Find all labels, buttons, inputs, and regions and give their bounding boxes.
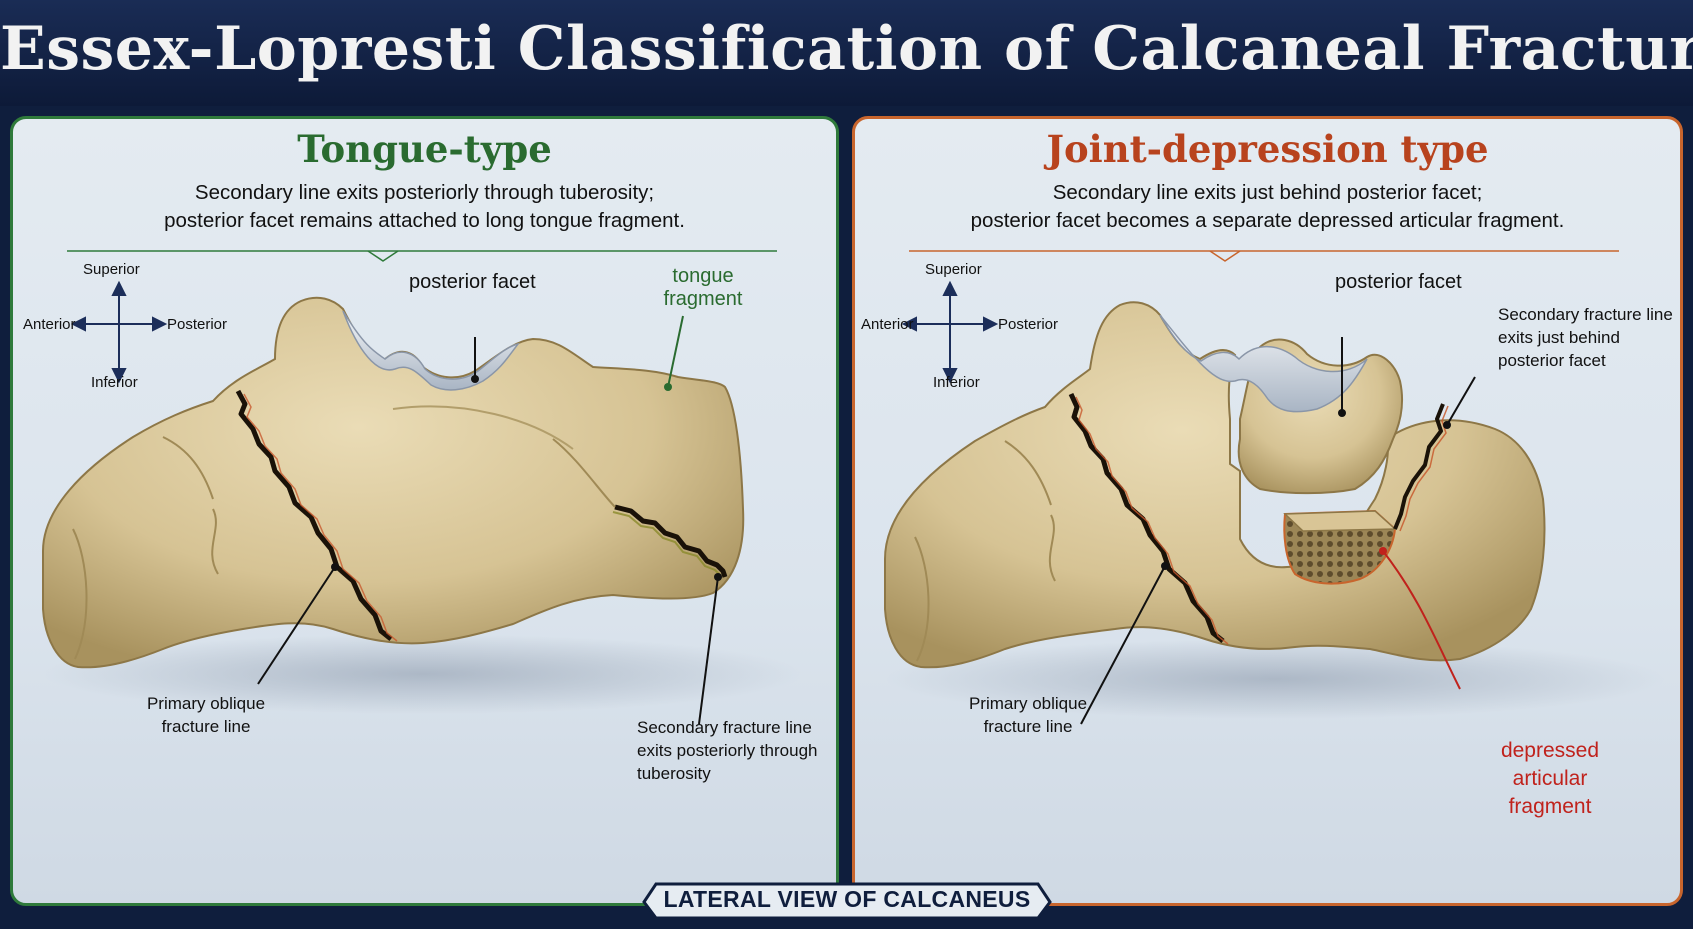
bone-ridge-2 (1048, 514, 1056, 582)
leader-dot-depressed-fragment (1379, 547, 1387, 555)
joint-desc-line-2: posterior facet becomes a separate depre… (970, 209, 1565, 232)
leader-dot-tongue-fragment (664, 383, 672, 391)
bone-ridge-2 (211, 508, 219, 575)
bone-ridge-1 (1004, 440, 1052, 506)
primary-fracture-label: Primary oblique fracture line (968, 694, 1088, 736)
anterior-articular-surface (914, 536, 930, 662)
secondary-fracture-label: Secondary fracture line exits posteriorl… (637, 718, 818, 783)
bone-shadow (885, 639, 1665, 719)
joint-depression-illustration (884, 250, 1665, 725)
tongue-desc-line-2: posterior facet remains attached to long… (164, 209, 685, 232)
secondary-fracture-label: Secondary fracture line exits just behin… (1498, 305, 1673, 370)
anterior-articular-surface (72, 528, 88, 660)
orientation-posterior-label: Posterior (167, 316, 228, 333)
joint-desc-line-1: Secondary line exits just behind posteri… (1052, 181, 1483, 204)
leader-secondary-line (1446, 376, 1476, 426)
leader-depressed-fragment (1382, 550, 1461, 690)
leader-dot-primary-line (1161, 562, 1169, 570)
leader-dot-posterior-facet (1338, 409, 1346, 417)
depressed-fragment-label: depressed articular fragment (1500, 739, 1600, 818)
calcaneus-bone (884, 301, 1546, 669)
leader-tongue-fragment (667, 315, 684, 388)
orientation-anterior-label: Anterior (23, 316, 76, 333)
leader-dot-secondary-line (714, 573, 722, 581)
tongue-type-panel: Tongue-type Secondary line exits posteri… (10, 116, 839, 906)
footer-label: LATERAL VIEW OF CALCANEUS (663, 886, 1031, 912)
posterior-facet-label: posterior facet (1335, 271, 1462, 293)
leader-dot-posterior-facet (471, 375, 479, 383)
primary-fracture-label: Primary oblique fracture line (146, 694, 266, 736)
posterior-facet-label: posterior facet (409, 271, 536, 293)
leader-primary-line (257, 566, 336, 685)
orientation-cross-left (70, 280, 168, 384)
joint-depression-panel: Joint-depression type Secondary line exi… (852, 116, 1683, 906)
bone-ridge-3 (392, 405, 574, 450)
joint-depression-title: Joint-depression type (1046, 127, 1489, 171)
tongue-fragment-label: tongue fragment (663, 265, 743, 310)
secondary-fracture-edge (612, 511, 722, 577)
joint-divider-notch (1209, 250, 1241, 262)
secondary-fracture-line (614, 504, 728, 578)
primary-fracture-line (235, 389, 393, 641)
leader-primary-line (1080, 565, 1166, 725)
orientation-superior-label: Superior (83, 261, 140, 278)
bone-shadow (43, 634, 803, 714)
orientation-anterior-label: Anterior (861, 316, 914, 333)
tongue-desc-line-1: Secondary line exits posteriorly through… (194, 181, 655, 204)
orientation-inferior-label: Inferior (91, 374, 138, 391)
orientation-superior-label: Superior (925, 261, 982, 278)
leader-dot-primary-line (331, 563, 339, 571)
posterior-facet-surface (1159, 314, 1368, 413)
tongue-type-illustration (42, 250, 803, 725)
header-bar: Essex-Lopresti Classification of Calcane… (0, 0, 1693, 106)
posterior-facet-surface (342, 310, 520, 391)
primary-fracture-edge (1075, 396, 1229, 645)
orientation-posterior-label: Posterior (998, 316, 1059, 333)
depressed-fragment-cartilage (1283, 510, 1397, 532)
primary-fracture-line (1068, 392, 1225, 643)
tongue-fragment-outline (552, 438, 616, 508)
footer-badge (642, 882, 1052, 920)
tongue-type-title: Tongue-type (297, 127, 552, 171)
orientation-inferior-label: Inferior (933, 374, 980, 391)
secondary-fracture-line (1393, 403, 1445, 530)
primary-fracture-edge (243, 393, 398, 642)
orientation-cross-right (901, 280, 999, 384)
leader-secondary-line (698, 576, 719, 725)
tongue-divider-notch (367, 250, 399, 262)
bone-ridge-1 (162, 436, 214, 500)
figure-title: Essex-Lopresti Classification of Calcane… (0, 14, 1693, 84)
leader-dot-secondary-line (1443, 421, 1451, 429)
